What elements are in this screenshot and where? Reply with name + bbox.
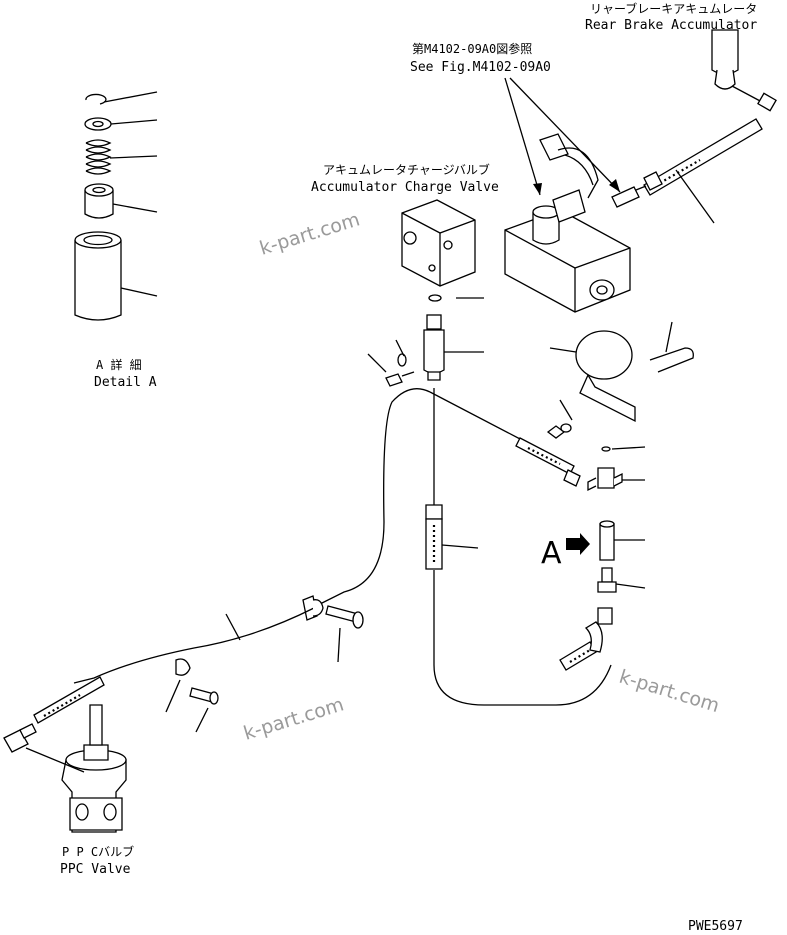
solenoid-valve-block (504, 133, 631, 313)
see-figure-label-jp: 第M4102-09A0図参照 (412, 41, 532, 56)
see-fig-pointer-2 (509, 77, 621, 193)
watermark-2: k-part.com (617, 666, 722, 717)
rear-brake-accumulator-label-en: Rear Brake Accumulator (585, 18, 757, 33)
watermark-1: k-part.com (257, 208, 362, 259)
see-figure-label-en: See Fig.M4102-09A0 (410, 60, 551, 75)
long-bolt (429, 391, 581, 487)
accumulator-sphere (546, 321, 694, 593)
watermark-3: k-part.com (241, 693, 346, 744)
accumulator-charge-valve (367, 199, 484, 387)
center-hose (425, 388, 613, 706)
detail-a-label-en: Detail A (94, 375, 157, 390)
accumulator-charge-valve-label-en: Accumulator Charge Valve (311, 180, 499, 195)
detail-a-arrow (566, 533, 590, 555)
wire-harness (73, 388, 431, 733)
accumulator-charge-valve-label-jp: アキュムレータチャージバルブ (323, 162, 490, 177)
ppc-valve-label-jp: P P Cバルブ (62, 844, 134, 859)
ppc-valve-label-en: PPC Valve (60, 862, 131, 877)
rear-brake-accumulator-label-jp: リャーブレーキアキュムレータ (590, 1, 757, 16)
detail-a-marker: A (541, 536, 562, 571)
ppc-valve (3, 676, 127, 833)
see-fig-pointer-1 (504, 77, 541, 196)
detail-a-parts (74, 91, 158, 321)
detail-a-label-jp: A 詳 細 (96, 357, 142, 372)
rear-brake-accumulator (611, 29, 777, 224)
drawing-number: PWE5697 (688, 919, 743, 934)
